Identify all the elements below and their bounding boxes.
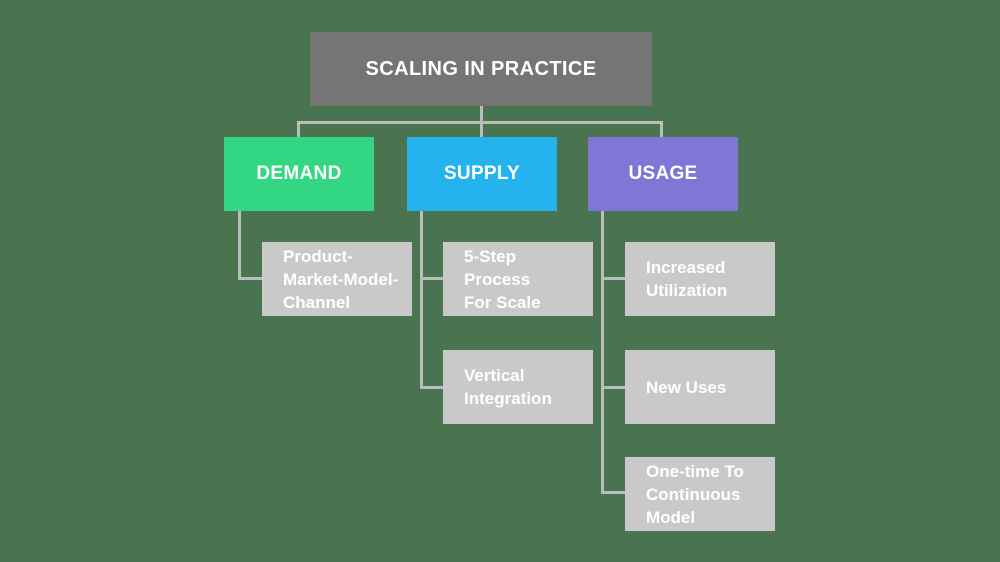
connector-supply-stub-2 <box>420 386 443 389</box>
connector-supply-stub-1 <box>420 277 443 280</box>
connector-demand-trunk <box>238 211 241 280</box>
child-node-vertical-integration: Vertical Integration <box>443 350 593 424</box>
child-node-label: Vertical Integration <box>464 366 552 408</box>
root-node: SCALING IN PRACTICE <box>310 32 652 106</box>
child-node-increased-utilization: Increased Utilization <box>625 242 775 316</box>
branch-node-usage: USAGE <box>588 137 738 211</box>
root-node-label: SCALING IN PRACTICE <box>365 57 597 80</box>
branch-node-usage-label: USAGE <box>628 163 698 184</box>
child-node-one-time-to-continuous-model: One-time To Continuous Model <box>625 457 775 531</box>
branch-node-demand: DEMAND <box>224 137 374 211</box>
connector-root-trunk <box>480 106 483 124</box>
connector-drop-demand <box>297 121 300 137</box>
branch-node-demand-label: DEMAND <box>256 163 342 184</box>
branch-node-supply: SUPPLY <box>407 137 557 211</box>
connector-usage-stub-2 <box>601 386 625 389</box>
child-node-new-uses: New Uses <box>625 350 775 424</box>
connector-usage-stub-1 <box>601 277 625 280</box>
connector-drop-supply <box>480 121 483 137</box>
connector-usage-stub-3 <box>601 491 625 494</box>
child-node-label: New Uses <box>646 377 727 397</box>
connector-drop-usage <box>660 121 663 137</box>
child-node-label: Product- Market-Model- Channel <box>283 246 399 312</box>
connector-usage-trunk <box>601 211 604 494</box>
branch-node-supply-label: SUPPLY <box>443 163 521 184</box>
child-node-label: One-time To Continuous Model <box>646 461 744 527</box>
child-node-label: 5-Step Process For Scale <box>464 246 541 312</box>
connector-demand-stub-1 <box>238 277 262 280</box>
child-node-product-market-model-channel: Product- Market-Model- Channel <box>262 242 412 316</box>
child-node-5-step-process-for-scale: 5-Step Process For Scale <box>443 242 593 316</box>
child-node-label: Increased Utilization <box>646 258 728 300</box>
connector-supply-trunk <box>420 211 423 389</box>
